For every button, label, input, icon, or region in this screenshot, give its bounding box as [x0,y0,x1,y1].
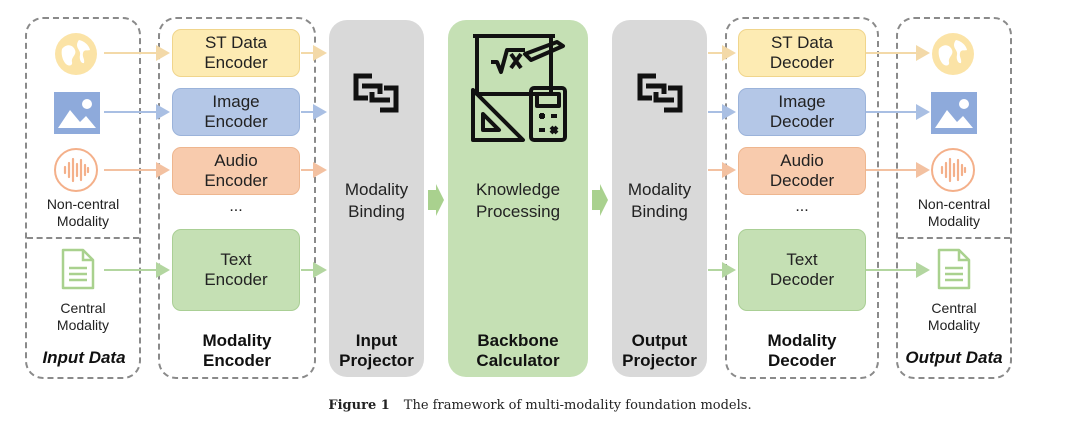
decoder-ellipsis: ... [795,198,809,215]
output-modality-binding: Modality Binding [627,180,692,221]
arrow-right-icon [592,184,608,216]
figure-caption: Figure 1 The framework of multi-modality … [0,398,1080,413]
globe-icon [930,31,976,77]
backbone-calculator-column [448,20,588,377]
text-encoder: Text Encoder [172,229,300,311]
output-projector-title: Output Projector [622,331,697,370]
encoder-ellipsis: ... [229,198,243,215]
audio-wave-icon [930,147,976,193]
audio-wave-icon [53,147,99,193]
audio-encoder: Audio Encoder [172,147,300,195]
document-icon [937,248,971,290]
modality-decoder-title: Modality Decoder [767,331,837,370]
output-data-group [896,17,1012,379]
st-data-decoder: ST Data Decoder [738,29,866,77]
output-data-title: Output Data [905,348,1003,367]
globe-icon [53,31,99,77]
input-data-group [25,17,141,379]
image-icon [54,92,100,134]
audio-decoder: Audio Decoder [738,147,866,195]
input-modality-binding: Modality Binding [344,180,409,221]
input-noncentral-label: Non-central Modality [46,196,120,229]
link-icon [352,70,400,116]
figure-caption-label: Figure 1 [328,398,390,413]
modality-encoder-title: Modality Encoder [202,331,272,370]
output-central-label: Central Modality [927,300,981,333]
link-icon [636,70,684,116]
input-projector-column [329,20,424,377]
arrow-right-icon [428,184,444,216]
output-data-divider [898,237,1010,239]
backbone-calculator-title: Backbone Calculator [476,331,560,370]
image-encoder: Image Encoder [172,88,300,136]
modality-decoder-group [725,17,879,379]
input-projector-title: Input Projector [339,331,414,370]
text-decoder: Text Decoder [738,229,866,311]
image-icon [931,92,977,134]
figure-caption-text: The framework of multi-modality foundati… [403,398,752,413]
modality-encoder-group [158,17,316,379]
calculator-tools-icon [467,32,571,144]
input-data-divider [27,237,139,239]
input-central-label: Central Modality [56,300,110,333]
knowledge-processing-label: Knowledge Processing [475,180,561,221]
output-noncentral-label: Non-central Modality [917,196,991,229]
input-data-title: Input Data [42,348,126,367]
document-icon [61,248,95,290]
image-decoder: Image Decoder [738,88,866,136]
output-projector-column [612,20,707,377]
st-data-encoder: ST Data Encoder [172,29,300,77]
